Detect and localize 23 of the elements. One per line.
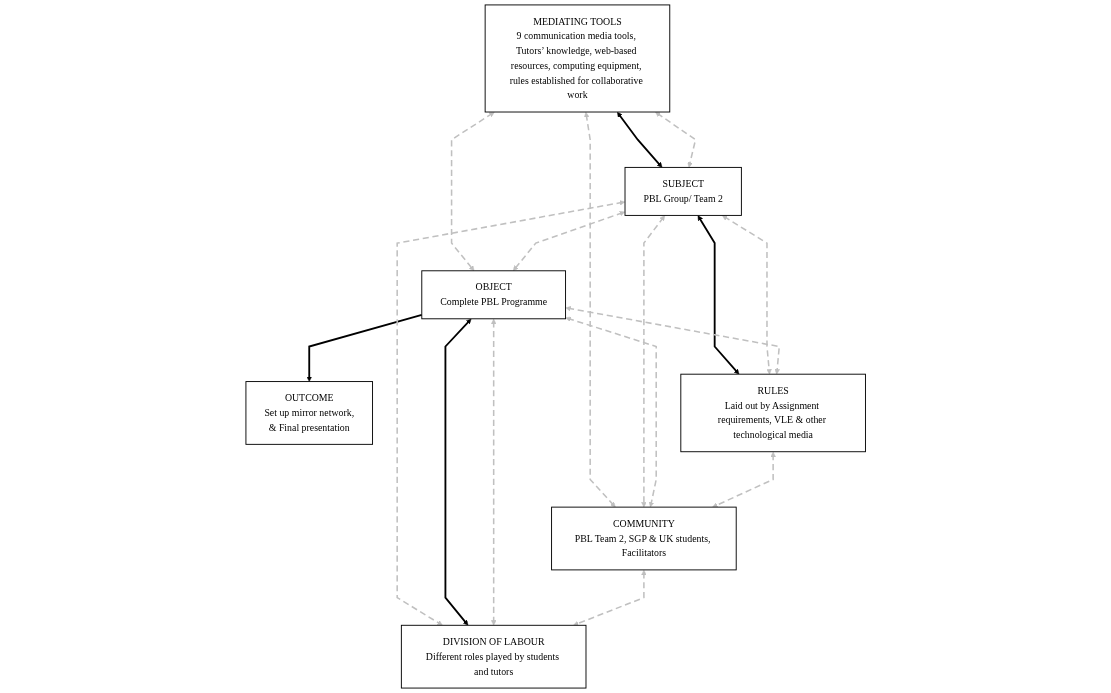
node-box: MEDIATING TOOLS 9 communication media tools, Tutors’ knowledge, web-based resources, computing equipment, rules established for collaborative work (484, 4, 671, 113)
arrow (396, 200, 625, 626)
node-box: SUBJECT PBL Group/ Team 2 (624, 166, 742, 216)
arrow (444, 318, 472, 626)
arrow (450, 111, 495, 272)
arrow (712, 451, 776, 508)
arrow (616, 111, 663, 168)
arrow (512, 210, 625, 272)
arrow (641, 215, 665, 508)
arrow (721, 215, 772, 375)
arrow (565, 306, 780, 375)
arrow (565, 316, 657, 508)
arrow (573, 569, 647, 626)
arrow (306, 314, 423, 382)
node-box: OUTCOME Set up mirror network, & Final presentation (245, 381, 373, 445)
arrow (583, 112, 616, 508)
node-box: RULES Laid out by Assignment requirements, VLE & other technological media (680, 373, 866, 453)
node-box: DIVISION OF LABOUR Different roles played by students and tutors (400, 624, 587, 689)
node-box: OBJECT Complete PBL Programme (421, 270, 566, 320)
arrow (655, 111, 697, 168)
arrow (490, 318, 497, 626)
node-box: COMMUNITY PBL Team 2, SGP & UK students, Facilitators (550, 506, 737, 571)
arrow (697, 215, 740, 375)
